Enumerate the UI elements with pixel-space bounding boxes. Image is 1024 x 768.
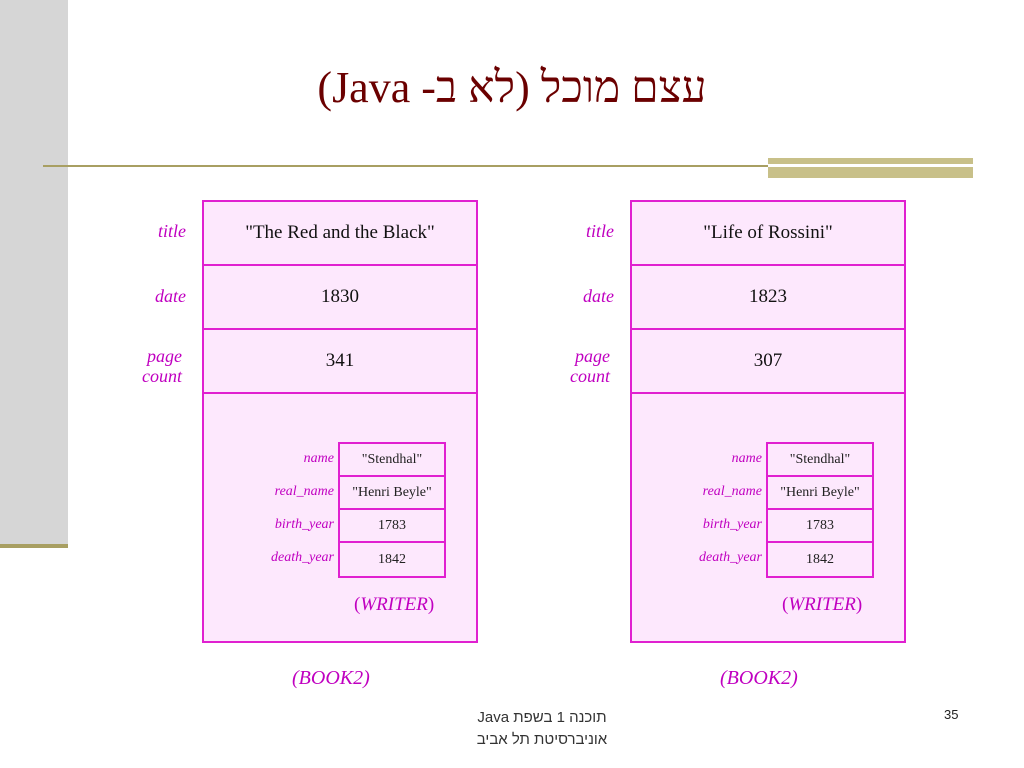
- writer-death-year-value: 1842: [378, 551, 406, 567]
- writer-caption-open: (: [354, 594, 361, 615]
- writer-caption-name: WRITER: [788, 594, 856, 615]
- writer-name-value: "Stendhal": [340, 444, 444, 477]
- writer-label-name: name: [731, 450, 762, 466]
- book-title-value: "Life of Rossini": [632, 202, 904, 266]
- book-page-count-value: 307: [632, 330, 904, 394]
- page-number: 35: [944, 707, 959, 722]
- footer-university: אוניברסיטת תל אביב: [476, 731, 608, 748]
- book-title-value: "The Red and the Black": [204, 202, 476, 266]
- footer-course: תוכנה 1 בשפת Java: [477, 709, 607, 726]
- label-title-left: title: [158, 221, 186, 241]
- writer-real-name-value: "Henri Beyle": [768, 477, 872, 510]
- writer-label-birth-year: birth_year: [274, 516, 334, 532]
- title-rule: [43, 165, 973, 167]
- left-decor-bar: [0, 0, 68, 545]
- book-date-value: 1830: [204, 266, 476, 330]
- writer-caption: (WRITER): [354, 594, 434, 616]
- label-page-line1: page: [147, 346, 182, 366]
- writer-death-year-value: 1842: [806, 551, 834, 567]
- book-caption-left: (BOOK2): [292, 667, 370, 689]
- book-page-count-value: 341: [204, 330, 476, 394]
- label-page-line1: page: [575, 346, 610, 366]
- label-date-right: date: [583, 286, 614, 306]
- label-page-count-left: page count: [120, 346, 182, 386]
- book-caption-right: (BOOK2): [720, 667, 798, 689]
- writer-real-name-value: "Henri Beyle": [340, 477, 444, 510]
- writer-object: "Stendhal" "Henri Beyle" 1783 1842: [766, 442, 874, 578]
- book-object-left: "The Red and the Black" 1830 341 name re…: [202, 200, 478, 643]
- book-object-right: "Life of Rossini" 1823 307 name real_nam…: [630, 200, 906, 643]
- writer-caption-close: ): [427, 594, 435, 615]
- label-title-right: title: [586, 221, 614, 241]
- writer-name-value: "Stendhal": [768, 444, 872, 477]
- writer-birth-year-value: 1783: [340, 510, 444, 543]
- writer-caption-close: ): [855, 594, 863, 615]
- writer-labels: name real_name birth_year death_year: [224, 442, 334, 574]
- writer-birth-year-value: 1783: [768, 510, 872, 543]
- slide-title: עצם מוכל (לא ב- Java): [317, 63, 707, 112]
- footer: תוכנה 1 בשפת Java אוניברסיטת תל אביב: [412, 707, 672, 751]
- writer-label-real-name: real_name: [702, 483, 762, 499]
- writer-label-death-year: death_year: [271, 549, 334, 565]
- left-decor-rule: [0, 544, 68, 548]
- writer-label-real-name: real_name: [274, 483, 334, 499]
- label-page-count-right: page count: [548, 346, 610, 386]
- writer-object: "Stendhal" "Henri Beyle" 1783 1842: [338, 442, 446, 578]
- writer-label-name: name: [303, 450, 334, 466]
- label-page-line2: count: [570, 366, 610, 386]
- writer-caption-name: WRITER: [360, 594, 428, 615]
- label-page-line2: count: [142, 366, 182, 386]
- title-rule-accent: [768, 158, 973, 178]
- writer-label-death-year: death_year: [699, 549, 762, 565]
- writer-labels: name real_name birth_year death_year: [652, 442, 762, 574]
- writer-caption-open: (: [782, 594, 789, 615]
- label-date-left: date: [155, 286, 186, 306]
- writer-label-birth-year: birth_year: [702, 516, 762, 532]
- writer-caption: (WRITER): [782, 594, 862, 616]
- book-date-value: 1823: [632, 266, 904, 330]
